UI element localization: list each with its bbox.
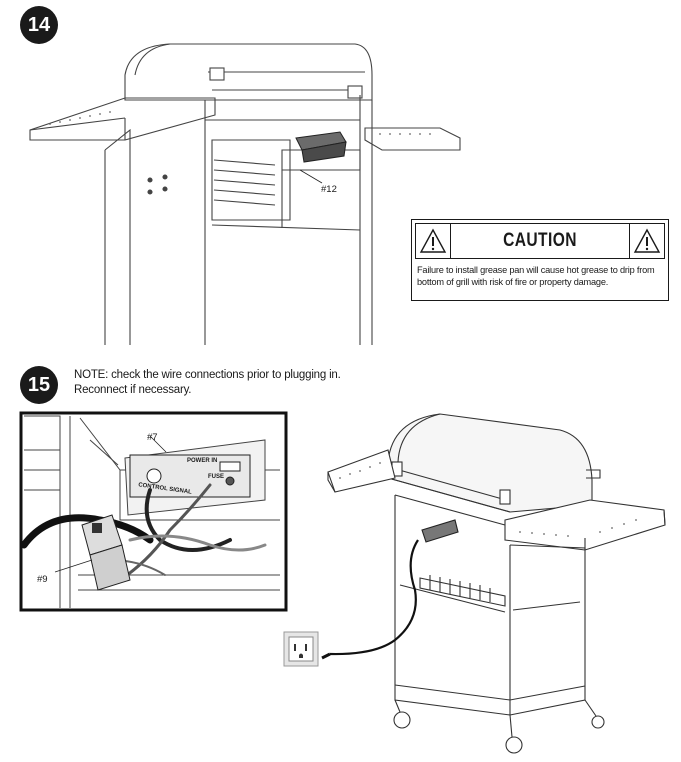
warning-triangle-icon (416, 224, 451, 258)
step-15-number: 15 (27, 373, 51, 396)
step-14-number: 14 (27, 13, 51, 36)
note-line-1: NOTE: check the wire connections prior t… (74, 369, 341, 381)
caution-header: CAUTION (415, 223, 665, 259)
caution-text: Failure to install grease pan will cause… (417, 265, 655, 287)
callout-part-9: #9 (37, 574, 48, 585)
caution-box: CAUTION Failure to install grease pan wi… (411, 219, 669, 301)
callout-part-12: #12 (321, 184, 337, 195)
callout-part-7: #7 (147, 432, 158, 443)
step-15-badge: 15 (20, 366, 58, 404)
warning-triangle-icon (629, 224, 664, 258)
label-fuse: FUSE (208, 474, 225, 480)
step-15-note: NOTE: check the wire connections prior t… (74, 368, 341, 398)
note-line-2: Reconnect if necessary. (74, 384, 192, 396)
label-power-in: POWER IN (187, 458, 218, 464)
caution-title: CAUTION (503, 230, 577, 251)
step-14-badge: 14 (20, 6, 58, 44)
grease-pan-part (295, 131, 347, 184)
